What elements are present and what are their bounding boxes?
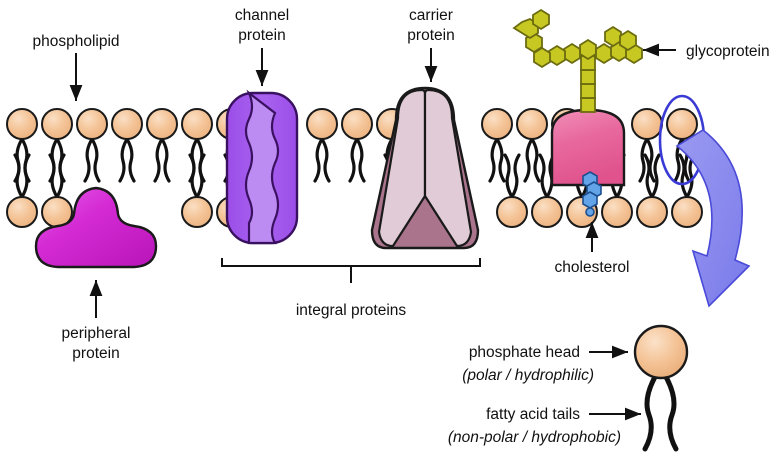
integral-proteins-bracket — [221, 258, 481, 283]
phospholipid-bottom — [181, 153, 213, 228]
carrier-protein — [370, 86, 480, 250]
label-carrier-protein-line2: protein — [407, 27, 454, 44]
phospholipid-top — [146, 108, 178, 183]
label-leader-lines — [69, 43, 676, 421]
label-channel-protein-line2: protein — [238, 27, 285, 44]
phospholipid-top — [306, 108, 338, 183]
label-fatty-acid-tails: fatty acid tails — [486, 406, 580, 423]
label-fatty-acid-tails-sub: (non-polar / hydrophobic) — [448, 429, 621, 446]
peripheral-protein — [34, 186, 158, 269]
label-carrier-protein-line1: carrier — [409, 7, 453, 24]
phospholipid-bottom — [6, 153, 38, 228]
phospholipid-top — [76, 108, 108, 183]
membrane-top-leaflet — [6, 108, 698, 183]
phospholipid-bottom — [671, 153, 703, 228]
label-peripheral-protein-line1: peripheral — [62, 325, 131, 342]
label-phosphate-head-sub: (polar / hydrophilic) — [462, 367, 594, 384]
label-peripheral-protein-line2: protein — [72, 345, 119, 362]
label-glycoprotein: glycoprotein — [686, 43, 770, 60]
label-cholesterol: cholesterol — [555, 259, 630, 276]
channel-protein — [225, 89, 299, 245]
phospholipid-top — [341, 108, 373, 183]
cholesterol-molecule — [582, 171, 602, 217]
glycoprotein-sugar-chain — [512, 8, 643, 113]
label-integral-proteins: integral proteins — [296, 302, 407, 319]
phospholipid-bottom — [41, 153, 73, 228]
label-phosphate-head: phosphate head — [469, 344, 580, 361]
phospholipid-top — [516, 108, 548, 183]
phospholipid-top — [111, 108, 143, 183]
zoom-callout-arrow — [675, 129, 751, 308]
phospholipid-bottom — [636, 153, 668, 228]
glycoprotein — [512, 8, 643, 187]
label-channel-protein-line1: channel — [235, 7, 289, 24]
phospholipid-top — [481, 108, 513, 183]
enlarged-phospholipid — [633, 324, 689, 452]
label-phospholipid: phospholipid — [32, 33, 119, 50]
phospholipid-bottom — [496, 153, 528, 228]
